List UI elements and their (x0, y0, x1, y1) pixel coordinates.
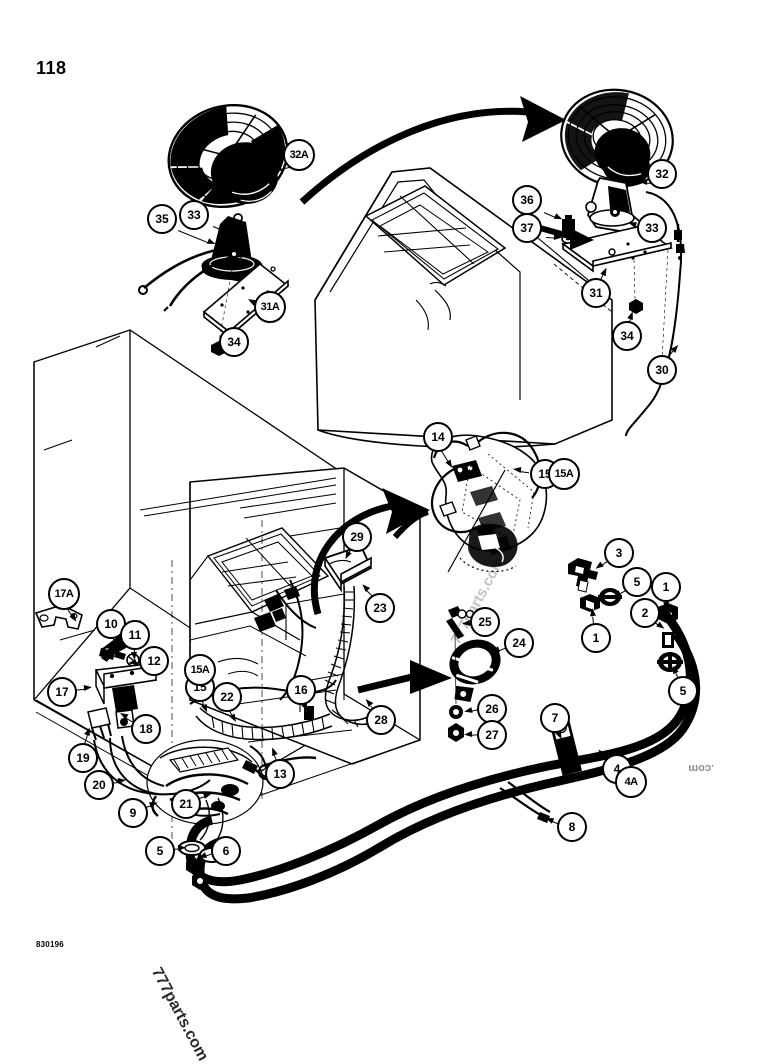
callout-16[interactable]: 16 (286, 675, 316, 705)
callout-9[interactable]: 9 (118, 798, 148, 828)
install-move-arrows (100, 96, 594, 694)
callout-label: 19 (76, 751, 90, 765)
callout-5A[interactable]: 5 (622, 567, 652, 597)
callout-35[interactable]: 35 (147, 204, 177, 234)
callout-28[interactable]: 28 (366, 705, 396, 735)
callout-label: 33 (645, 221, 659, 235)
callout-37[interactable]: 37 (512, 213, 542, 243)
callout-21[interactable]: 21 (171, 789, 201, 819)
drawing-number: 830196 (36, 940, 64, 949)
callout-label: 32A (289, 148, 309, 161)
callout-label: 22 (220, 690, 234, 704)
callout-1A[interactable]: 1 (651, 572, 681, 602)
callout-label: 34 (227, 335, 241, 349)
callout-12[interactable]: 12 (139, 646, 169, 676)
callout-25[interactable]: 25 (470, 607, 500, 637)
callout-23[interactable]: 23 (365, 593, 395, 623)
parts-diagram-page: 118 830196 (33, 58, 714, 1064)
callout-11[interactable]: 11 (120, 620, 150, 650)
callout-18[interactable]: 18 (131, 714, 161, 744)
callout-label: 25 (478, 615, 492, 629)
callout-19[interactable]: 19 (68, 743, 98, 773)
callout-4A[interactable]: 4A (615, 766, 647, 798)
callout-17A[interactable]: 17A (48, 578, 80, 610)
diagram-linework (33, 88, 701, 904)
callout-label: 34 (620, 329, 634, 343)
callout-label: 14 (431, 430, 445, 444)
callout-label: 3 (615, 546, 623, 560)
callout-32A[interactable]: 32A (283, 139, 315, 171)
callout-label: 10 (104, 617, 118, 631)
callout-label: 1 (592, 631, 600, 645)
callout-label: 17 (55, 685, 69, 699)
callout-label: 27 (485, 728, 499, 742)
callout-label: 4A (624, 775, 638, 788)
callout-label: 5 (679, 684, 687, 698)
callout-label: 18 (139, 722, 153, 736)
callout-5B[interactable]: 5 (668, 676, 698, 706)
callout-label: 4 (613, 762, 621, 776)
callout-label: 6 (222, 844, 230, 858)
callout-1B[interactable]: 1 (581, 623, 611, 653)
callout-label: 31 (589, 286, 603, 300)
callout-31[interactable]: 31 (581, 278, 611, 308)
callout-label: 8 (568, 820, 576, 834)
callout-3[interactable]: 3 (604, 538, 634, 568)
callout-label: 5 (633, 575, 641, 589)
callout-label: 15A (554, 467, 574, 480)
callout-2[interactable]: 2 (630, 598, 660, 628)
callout-label: 36 (520, 193, 534, 207)
callout-label: 15A (190, 663, 210, 676)
callout-20[interactable]: 20 (84, 770, 114, 800)
page-number: 118 (36, 58, 67, 78)
callout-24[interactable]: 24 (504, 628, 534, 658)
callout-34L[interactable]: 34 (219, 327, 249, 357)
callout-label: 33 (187, 208, 201, 222)
callout-label: 9 (129, 806, 137, 820)
callout-13[interactable]: 13 (265, 759, 295, 789)
callout-label: 26 (485, 702, 499, 716)
callout-label: 11 (128, 628, 142, 642)
callout-33L[interactable]: 33 (179, 200, 209, 230)
callout-6[interactable]: 6 (211, 836, 241, 866)
callout-15AB[interactable]: 15A (548, 458, 580, 490)
callout-label: 12 (147, 654, 161, 668)
callout-8[interactable]: 8 (557, 812, 587, 842)
callout-label: 7 (551, 711, 559, 725)
callout-33R[interactable]: 33 (637, 213, 667, 243)
callout-15AC[interactable]: 15A (184, 654, 216, 686)
callout-29[interactable]: 29 (342, 522, 372, 552)
callout-34R[interactable]: 34 (612, 321, 642, 351)
callout-36[interactable]: 36 (512, 185, 542, 215)
callout-31A[interactable]: 31A (254, 291, 286, 323)
callout-22[interactable]: 22 (212, 682, 242, 712)
callout-label: 1 (662, 580, 670, 594)
callout-label: 21 (179, 797, 193, 811)
callout-14[interactable]: 14 (423, 422, 453, 452)
callout-17[interactable]: 17 (47, 677, 77, 707)
callout-label: 31A (260, 300, 280, 313)
callout-label: 24 (512, 636, 526, 650)
callout-label: 16 (294, 683, 308, 697)
callout-label: 20 (92, 778, 106, 792)
callout-label: 2 (641, 606, 649, 620)
callout-label: 29 (350, 530, 364, 544)
callout-label: 5 (156, 844, 164, 858)
callout-label: 35 (155, 212, 169, 226)
callout-label: 32 (655, 167, 669, 181)
callout-label: 23 (373, 601, 387, 615)
callout-label: 13 (273, 767, 287, 781)
callout-32[interactable]: 32 (647, 159, 677, 189)
callout-label: 28 (374, 713, 388, 727)
callout-label: 30 (655, 363, 669, 377)
callout-5C[interactable]: 5 (145, 836, 175, 866)
callout-30[interactable]: 30 (647, 355, 677, 385)
callout-27[interactable]: 27 (477, 720, 507, 750)
callout-label: 17A (54, 587, 74, 600)
callout-label: 37 (520, 221, 534, 235)
callout-7[interactable]: 7 (540, 703, 570, 733)
